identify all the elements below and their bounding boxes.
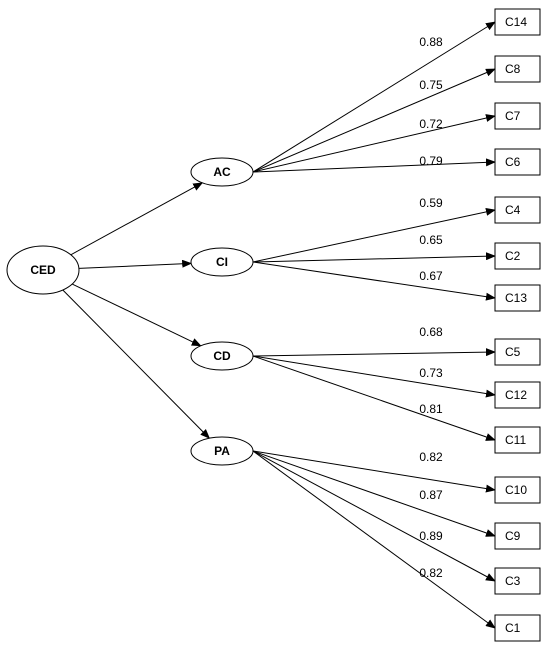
item-box-c6: C6 [494,148,541,176]
edge-ced-cd [71,283,202,347]
item-label: C5 [505,345,521,359]
edge-cd-c12 [252,355,496,398]
node-label: CI [216,255,228,269]
node-label: CED [30,263,56,277]
item-box-c3: C3 [494,567,541,595]
loading-label-c2: 0.65 [419,233,443,247]
node-ced: CED [6,245,80,295]
edge-pa-c3 [252,450,496,582]
loading-label-c10: 0.82 [419,450,443,464]
loading-label-c5: 0.68 [419,325,443,339]
edge-cd-c5 [252,348,496,357]
item-label: C3 [505,574,521,588]
loading-label-c14: 0.88 [419,35,443,49]
item-label: C10 [505,483,527,497]
edge-ac-c7 [252,114,496,173]
item-label: C12 [505,388,527,402]
item-box-c2: C2 [494,242,541,270]
item-box-c8: C8 [494,55,541,83]
item-label: C2 [505,249,521,263]
item-box-c1: C1 [494,614,541,642]
item-label: C7 [505,109,521,123]
item-box-c14: C14 [494,8,541,36]
node-pa: PA [190,436,254,466]
loading-label-c4: 0.59 [419,196,443,210]
loading-label-c11: 0.81 [419,402,443,416]
loading-label-c13: 0.67 [419,269,443,283]
edge-ced-ci [78,259,193,269]
edge-ac-c6 [252,158,496,173]
node-label: AC [213,165,231,179]
edge-ac-c8 [252,68,496,173]
item-box-c12: C12 [494,381,541,409]
item-box-c5: C5 [494,338,541,366]
item-box-c4: C4 [494,196,541,224]
item-box-c7: C7 [494,102,541,130]
item-label: C4 [505,203,521,217]
item-box-c10: C10 [494,476,541,504]
edge-pa-c10 [252,450,496,493]
node-ci: CI [190,247,254,277]
item-label: C13 [505,291,527,305]
edge-pa-c1 [252,450,496,629]
item-label: C6 [505,155,521,169]
item-label: C8 [505,62,521,76]
item-label: C11 [505,433,526,447]
loading-label-c6: 0.79 [419,154,443,168]
item-label: C9 [505,529,521,543]
node-label: PA [214,444,230,458]
item-label: C1 [505,621,521,635]
loading-label-c1: 0.82 [419,566,443,580]
item-box-c11: C11 [494,426,541,454]
item-box-c13: C13 [494,284,541,312]
edge-ci-c4 [252,207,496,263]
node-label: CD [213,349,231,363]
node-ac: AC [190,157,254,187]
edge-cd-c11 [252,355,496,441]
loading-label-c9: 0.87 [419,488,443,502]
loading-label-c7: 0.72 [419,117,443,131]
item-box-c9: C9 [494,522,541,550]
item-label: C14 [505,15,527,29]
loading-labels-layer: 0.88 0.75 0.72 0.79 0.59 0.65 0.67 0.68 0.73 0.81… [419,35,443,580]
edge-ced-pa [62,289,211,439]
edge-ac-c14 [252,21,496,173]
nodes-layer: CED AC CI CD PA C14C8C7C6C4C2C13C5C12C11C10C9… [6,8,541,642]
edge-ced-ac [70,182,204,256]
edge-pa-c9 [252,450,496,537]
loading-label-c3: 0.89 [419,529,443,543]
edges-layer [62,21,496,629]
edge-ci-c13 [252,261,496,301]
loading-label-c8: 0.75 [419,78,443,92]
loading-label-c12: 0.73 [419,366,443,380]
edge-ci-c2 [252,252,496,263]
node-cd: CD [190,341,254,371]
